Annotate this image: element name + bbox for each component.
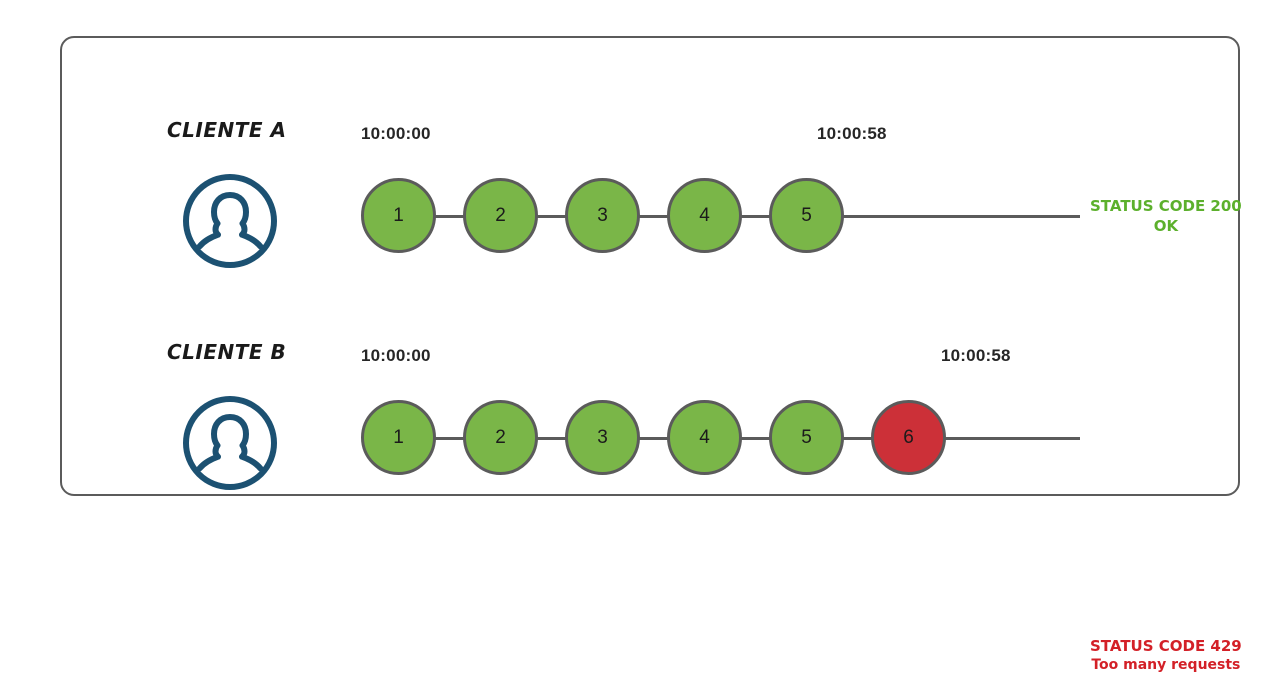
- timestamp-end-b: 10:00:58: [941, 346, 1011, 365]
- timestamp-end-a: 10:00:58: [817, 124, 887, 143]
- status-badge-b: STATUS CODE 429 Too many requests: [1090, 636, 1242, 675]
- connector-3-4: [636, 215, 668, 218]
- request-node[interactable]: 5: [769, 400, 844, 475]
- status-code-b: STATUS CODE 429: [1090, 637, 1242, 655]
- request-node[interactable]: 3: [565, 400, 640, 475]
- connector-4-5: [738, 437, 770, 440]
- timestamp-start-a: 10:00:00: [361, 124, 431, 143]
- connector-tail-a: [840, 215, 1080, 218]
- client-label-a: CLIENTE A: [167, 118, 287, 142]
- request-node[interactable]: 1: [361, 400, 436, 475]
- request-node[interactable]: 3: [565, 178, 640, 253]
- connector-4-5: [738, 215, 770, 218]
- connector-3-4: [636, 437, 668, 440]
- user-avatar-icon: [180, 393, 280, 493]
- client-label-b: CLIENTE B: [167, 340, 287, 364]
- request-node[interactable]: 1: [361, 178, 436, 253]
- connector-1-2: [432, 437, 464, 440]
- connector-2-3: [534, 437, 566, 440]
- request-node-rejected[interactable]: 6: [871, 400, 946, 475]
- status-message-b: Too many requests: [1091, 657, 1241, 674]
- connector-2-3: [534, 215, 566, 218]
- timestamp-start-b: 10:00:00: [361, 346, 431, 365]
- request-node[interactable]: 4: [667, 178, 742, 253]
- request-node[interactable]: 2: [463, 178, 538, 253]
- request-node[interactable]: 5: [769, 178, 844, 253]
- diagram-frame: CLIENTE A 10:00:00 10:00:58 1 2 3 4: [60, 36, 1242, 673]
- connector-5-6: [840, 437, 872, 440]
- user-avatar-icon: [180, 171, 280, 271]
- status-code-a: STATUS CODE 200: [1090, 197, 1242, 215]
- connector-tail-b: [942, 437, 1080, 440]
- diagram-canvas: CLIENTE A 10:00:00 10:00:58 1 2 3 4: [60, 36, 1242, 674]
- status-badge-a: STATUS CODE 200 OK: [1090, 196, 1242, 237]
- status-message-a: OK: [1153, 217, 1179, 236]
- request-node[interactable]: 2: [463, 400, 538, 475]
- request-node[interactable]: 4: [667, 400, 742, 475]
- connector-1-2: [432, 215, 464, 218]
